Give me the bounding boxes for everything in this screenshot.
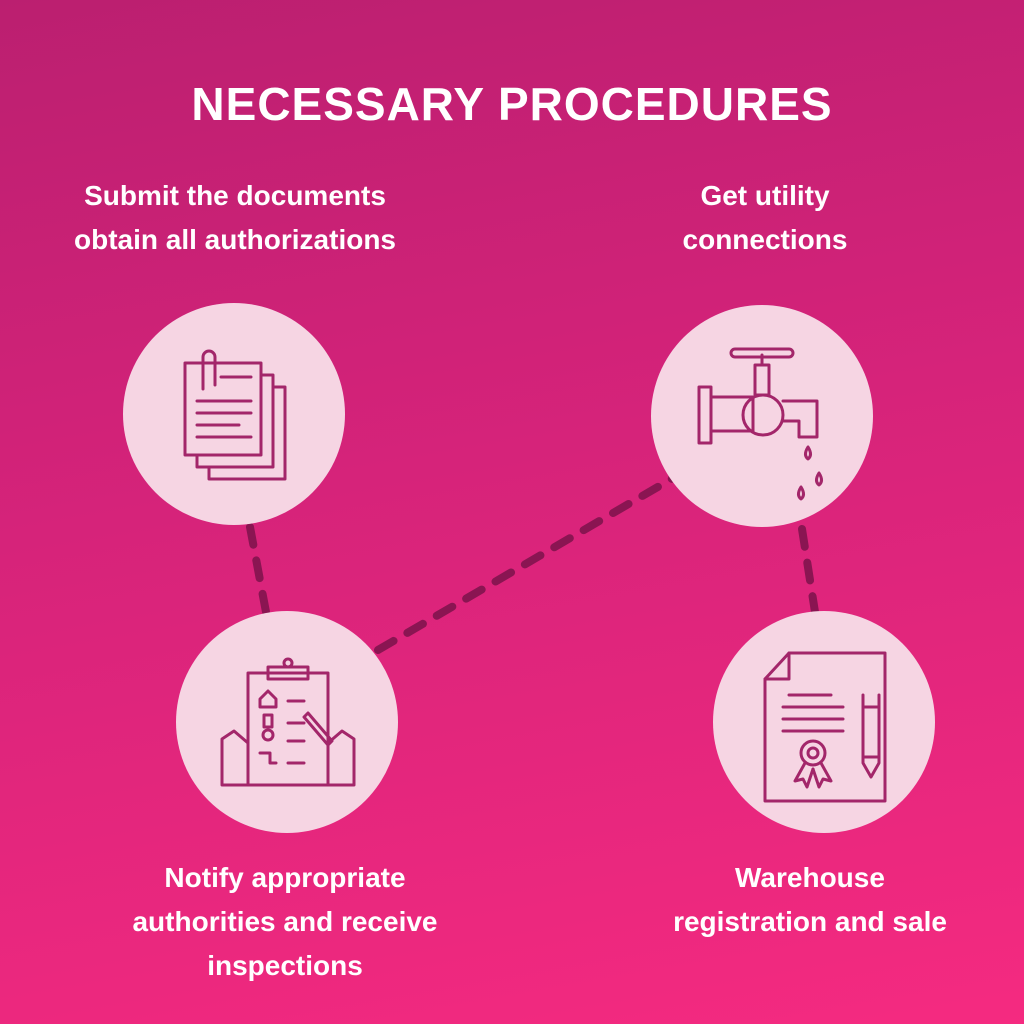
step-label-line: Warehouse: [735, 862, 885, 893]
documents-icon: [183, 349, 287, 481]
connector-documents-to-inspection: [246, 523, 270, 616]
step-label-notify-authorities: Notify appropriate authorities and recei…: [60, 856, 510, 988]
step-circle-inspection: [176, 611, 398, 833]
step-label-utility-connections: Get utility connections: [600, 174, 930, 262]
step-label-line: Submit the documents: [84, 180, 386, 211]
step-circle-certificate: [713, 611, 935, 833]
step-label-line: Notify appropriate: [164, 862, 406, 893]
step-label-line: connections: [682, 224, 848, 255]
step-label-warehouse-registration: Warehouse registration and sale: [600, 856, 1020, 944]
inspection-clipboard-icon: [220, 657, 356, 787]
step-label-line: inspections: [207, 950, 363, 981]
step-label-line: registration and sale: [673, 906, 947, 937]
step-circle-documents: [123, 303, 345, 525]
step-circle-water-tap: [651, 305, 873, 527]
certificate-icon: [763, 651, 887, 803]
step-label-line: obtain all authorizations: [73, 224, 396, 255]
water-tap-icon: [697, 347, 823, 501]
connector-inspection-to-tap: [374, 470, 684, 654]
step-label-line: authorities and receive: [132, 906, 438, 937]
step-label-submit-documents: Submit the documents obtain all authoriz…: [10, 174, 460, 262]
step-label-line: Get utility: [700, 180, 830, 211]
page-title: NECESSARY PROCEDURES: [191, 78, 833, 130]
connector-tap-to-certificate: [798, 525, 819, 616]
